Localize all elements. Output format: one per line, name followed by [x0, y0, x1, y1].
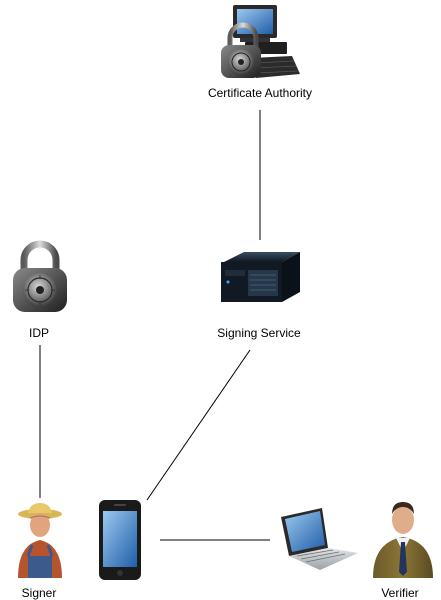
signer-person-icon — [18, 503, 62, 578]
lock-icon — [13, 240, 67, 312]
certificate-authority-icon — [221, 5, 300, 78]
edge-signing-service-phone — [146, 349, 251, 501]
laptop-icon — [281, 508, 358, 570]
verifier-label: Verifier — [381, 586, 418, 600]
server-icon — [221, 252, 300, 302]
signer-label: Signer — [22, 586, 57, 600]
signing-service-label: Signing Service — [217, 326, 301, 340]
verifier-person-icon — [373, 502, 433, 578]
certificate-authority-label: Certificate Authority — [208, 86, 312, 100]
phone-icon — [99, 500, 141, 580]
idp-label: IDP — [29, 326, 49, 340]
